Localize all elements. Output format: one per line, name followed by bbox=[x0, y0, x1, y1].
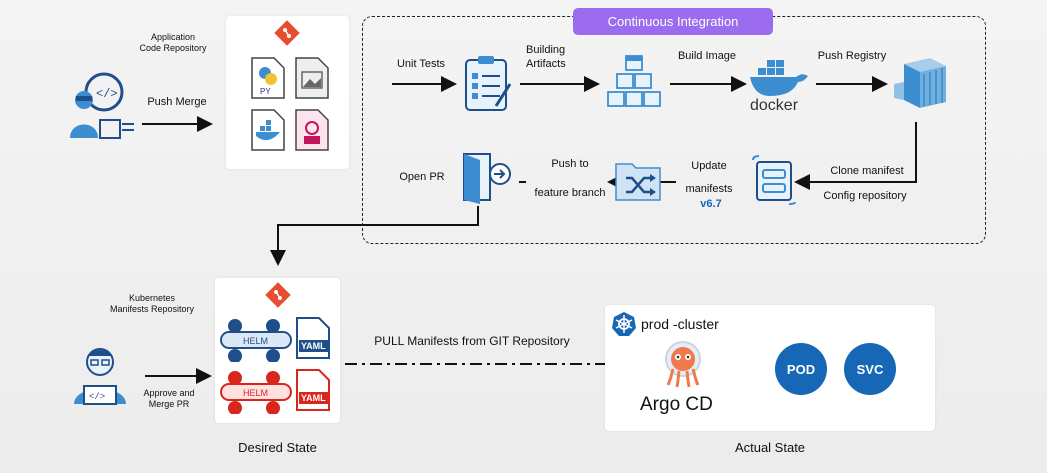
svg-text:</>: </> bbox=[96, 87, 118, 101]
helm-blue-text: HELM bbox=[243, 336, 268, 346]
argo-cd-icon bbox=[665, 341, 701, 388]
git-icon bbox=[265, 282, 291, 308]
docker-file-icon bbox=[251, 109, 285, 151]
yaml-blue-text: YAML bbox=[301, 341, 326, 351]
desired-state-label: Desired State bbox=[238, 440, 317, 455]
argo-cd-label: Argo CD bbox=[640, 394, 713, 415]
config-repository-label: Config repository bbox=[823, 190, 907, 202]
push-registry-label: Push Registry bbox=[817, 50, 887, 62]
building-artifacts-line1: Building bbox=[526, 44, 566, 56]
py-label: PY bbox=[260, 87, 271, 96]
pull-manifests-label: PULL Manifests from GIT Repository bbox=[374, 334, 570, 348]
k8s-repo-card: HELM YAML HELM YAML bbox=[215, 278, 340, 423]
image-file-icon bbox=[295, 57, 329, 99]
push-merge-label: Push Merge bbox=[147, 96, 207, 108]
open-door-icon bbox=[463, 153, 511, 204]
helm-red-icon: HELM bbox=[220, 371, 292, 414]
python-file-icon: PY bbox=[251, 57, 285, 99]
unit-tests-label: Unit Tests bbox=[396, 58, 446, 70]
reviewer-icon: </> bbox=[74, 348, 126, 405]
prod-cluster-card: prod -cluster Argo CD POD SVC bbox=[605, 305, 935, 431]
clone-manifest-label: Clone manifest bbox=[830, 165, 904, 177]
app-repo-card: PY bbox=[226, 16, 349, 169]
actual-state-label: Actual State bbox=[734, 440, 806, 455]
config-file-icon bbox=[295, 109, 329, 151]
k8s-repo-title-line1: Kubernetes bbox=[128, 293, 176, 303]
app-repo-title: Application Code Repository bbox=[118, 32, 228, 55]
svg-text:</>: </> bbox=[89, 392, 105, 402]
registry-containers-icon bbox=[894, 58, 946, 108]
clone-manifest-arrow bbox=[794, 122, 917, 190]
push-to-label: Push to bbox=[551, 158, 589, 170]
pod-badge: POD bbox=[775, 343, 827, 395]
manifests-label: manifests bbox=[685, 183, 733, 195]
checklist-icon bbox=[465, 56, 512, 111]
building-artifacts-label: Building Artifacts bbox=[526, 44, 586, 72]
docker-word: docker bbox=[750, 97, 799, 114]
app-repo-title-line2: Code Repository bbox=[139, 43, 207, 54]
approve-line1: Approve and bbox=[143, 388, 195, 398]
version-label: v6.7 bbox=[700, 198, 722, 210]
helm-blue-icon: HELM bbox=[220, 319, 292, 362]
k8s-repo-title: Kubernetes Manifests Repository bbox=[92, 293, 212, 316]
approve-line2: Merge PR bbox=[148, 399, 190, 410]
ci-badge: Continuous Integration bbox=[573, 8, 773, 35]
yaml-red-text: YAML bbox=[301, 393, 326, 403]
k8s-repo-title-line2: Manifests Repository bbox=[109, 304, 195, 315]
yaml-blue-icon: YAML bbox=[296, 317, 330, 359]
open-pr-label: Open PR bbox=[399, 171, 445, 183]
app-repo-title-line1: Application bbox=[150, 32, 196, 42]
building-artifacts-line2: Artifacts bbox=[526, 57, 566, 70]
developer-icon: </> bbox=[70, 72, 134, 139]
update-label: Update bbox=[691, 160, 727, 172]
kubernetes-icon bbox=[612, 312, 636, 336]
artifacts-cubes-icon bbox=[607, 55, 661, 107]
helm-red-text: HELM bbox=[243, 388, 268, 398]
git-icon bbox=[274, 20, 300, 46]
open-pr-arrow bbox=[270, 206, 479, 266]
approve-merge-label: Approve and Merge PR bbox=[130, 388, 208, 411]
svc-badge: SVC bbox=[844, 343, 896, 395]
feature-branch-label: feature branch bbox=[534, 187, 606, 199]
cluster-name: prod -cluster bbox=[641, 316, 719, 332]
yaml-red-icon: YAML bbox=[296, 369, 330, 411]
build-image-label: Build Image bbox=[677, 50, 737, 62]
shuffle-folder-icon bbox=[615, 163, 661, 201]
docker-icon: docker bbox=[750, 60, 808, 114]
config-repo-icon bbox=[752, 155, 796, 205]
